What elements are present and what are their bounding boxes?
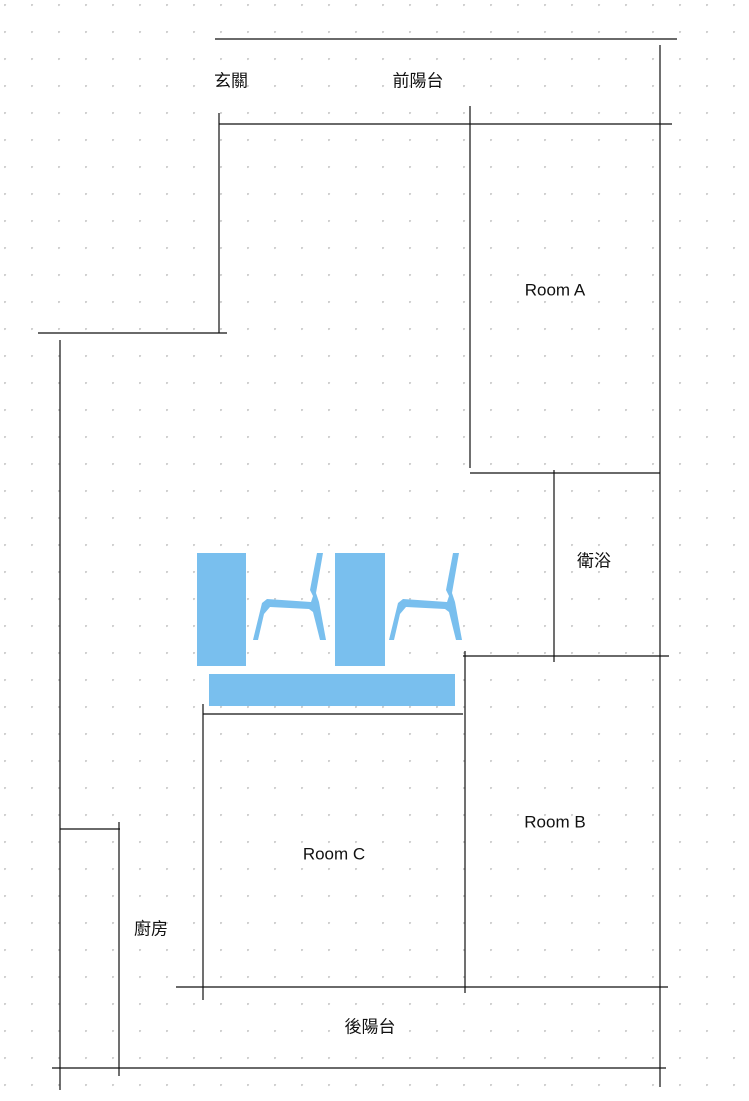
label-bathroom: 衛浴 <box>577 551 611 570</box>
walls <box>38 38 677 1090</box>
bench[interactable] <box>209 674 455 706</box>
label-room-a: Room A <box>525 280 586 299</box>
table-left[interactable] <box>197 553 246 666</box>
label-back-balcony: 後陽台 <box>345 1017 396 1036</box>
chair-left[interactable] <box>253 553 326 640</box>
label-room-b: Room B <box>524 812 585 831</box>
label-entrance: 玄關 <box>214 71 248 90</box>
table-right[interactable] <box>335 553 385 666</box>
furniture <box>197 553 462 706</box>
chair-right[interactable] <box>389 553 462 640</box>
label-kitchen: 廚房 <box>134 918 168 938</box>
label-front-balcony: 前陽台 <box>393 71 444 90</box>
room-labels: 玄關 前陽台 Room A 衛浴 Room B Room C 廚房 後陽台 <box>134 71 611 1036</box>
label-room-c: Room C <box>303 844 365 863</box>
